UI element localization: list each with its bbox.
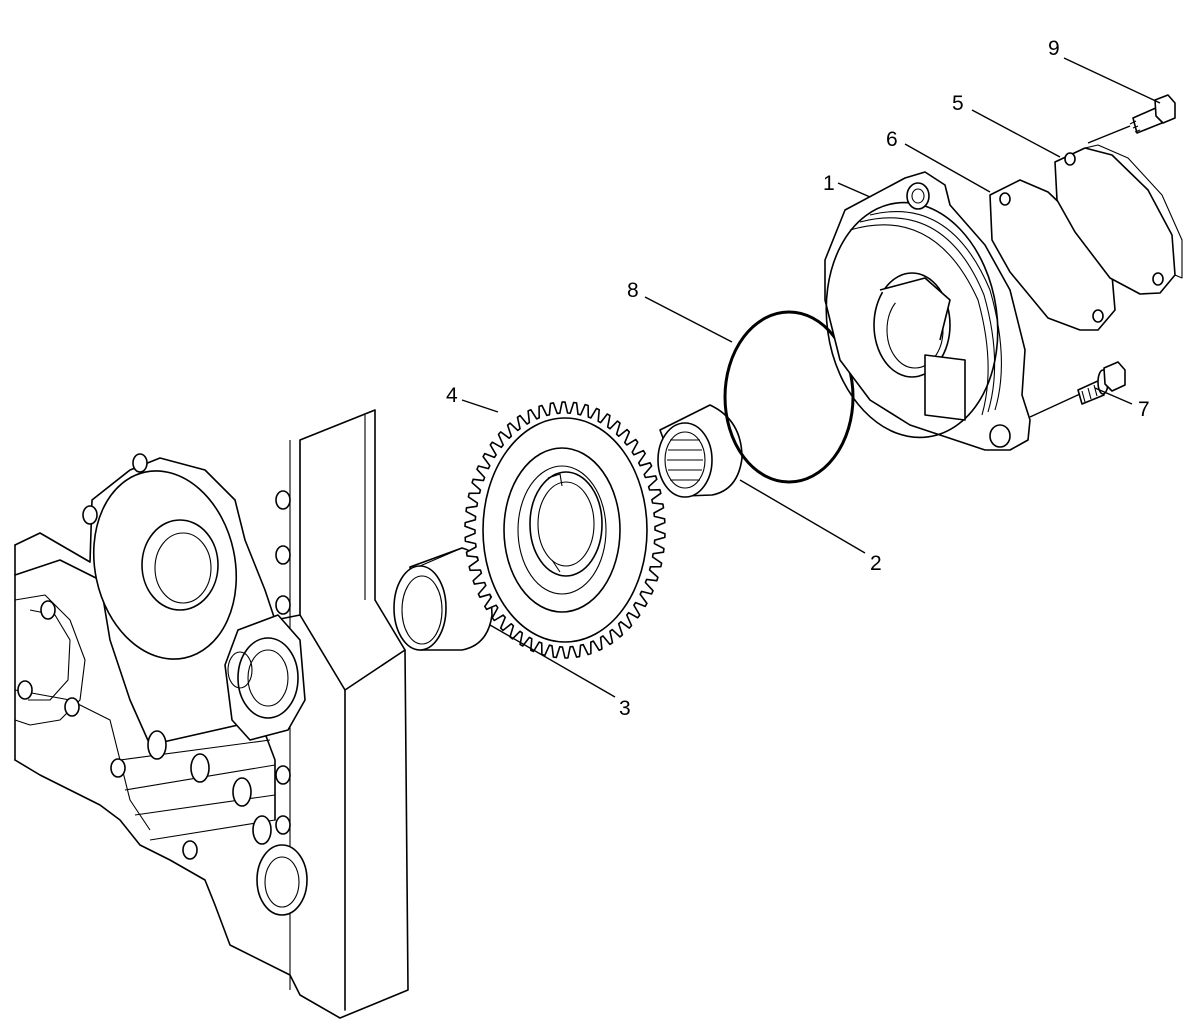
cover-plate bbox=[1054, 144, 1183, 295]
bolt-holes bbox=[17, 453, 291, 860]
label-part-7: 7 bbox=[1138, 398, 1150, 421]
label-part-2: 2 bbox=[870, 552, 882, 575]
engine-block bbox=[14, 409, 409, 1019]
label-part-1: 1 bbox=[823, 172, 835, 195]
label-part-8: 8 bbox=[627, 279, 639, 302]
needle-bearing bbox=[657, 404, 743, 498]
label-part-4: 4 bbox=[446, 384, 458, 407]
gear bbox=[464, 401, 666, 659]
hex-bolt-9 bbox=[1129, 94, 1176, 134]
gear-housing bbox=[824, 171, 1031, 451]
gasket bbox=[989, 179, 1116, 331]
hex-bolt-7 bbox=[1077, 361, 1126, 405]
label-part-9: 9 bbox=[1048, 37, 1060, 60]
label-part-5: 5 bbox=[952, 92, 964, 115]
label-part-6: 6 bbox=[886, 128, 898, 151]
label-part-3: 3 bbox=[619, 697, 631, 720]
leader-lines bbox=[461, 57, 1161, 698]
bushing bbox=[393, 547, 493, 651]
part-labels: 1 2 3 4 5 6 7 8 9 bbox=[446, 37, 1150, 720]
